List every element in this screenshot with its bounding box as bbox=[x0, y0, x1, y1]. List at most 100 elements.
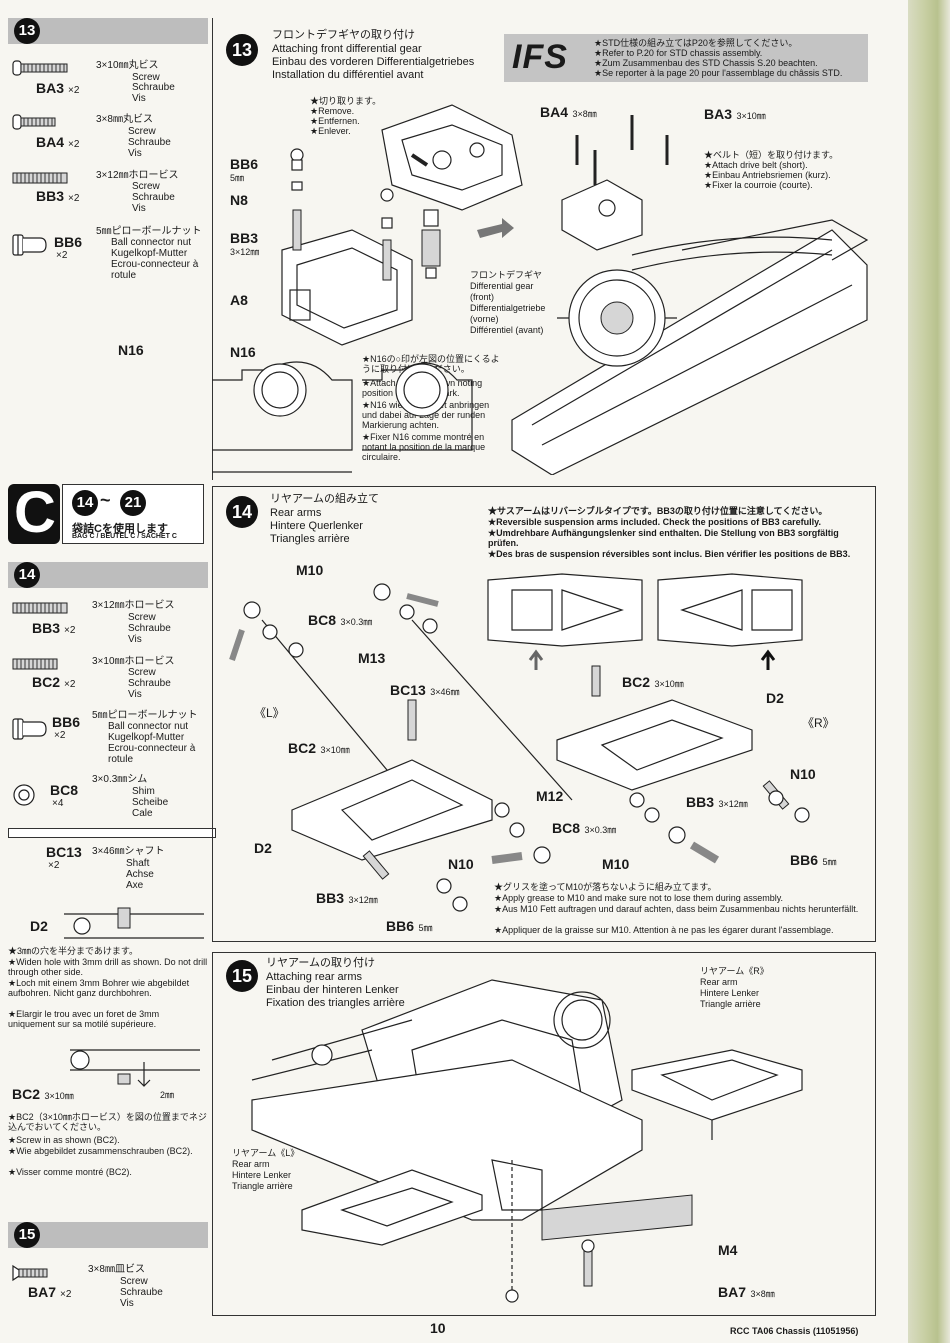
part-name-en: Screw bbox=[132, 181, 160, 192]
part-code-bc8: BC8 bbox=[50, 782, 79, 798]
drill-note-jp: ★3㎜の穴を半分まであけます。 bbox=[8, 946, 139, 956]
screw-note-en: ★Screw in as shown (BC2). bbox=[8, 1135, 120, 1145]
label-n16-right: N16 bbox=[230, 344, 256, 360]
part-name-fr: Vis bbox=[132, 203, 146, 214]
step-title-de: Einbau des vorderen Differentialgetriebe… bbox=[272, 56, 475, 68]
part-code-ba4: BA4×2 bbox=[36, 134, 80, 150]
label-n8: N8 bbox=[230, 192, 248, 208]
ball-nut-icon bbox=[12, 718, 47, 740]
screw-note-jp: ★BC2（3×10㎜ホロービス）を図の位置までネジ込んでおいてください。 bbox=[8, 1112, 207, 1132]
right-arm-fr: Triangle arrière bbox=[700, 999, 761, 1009]
part-qty: ×2 bbox=[54, 730, 66, 741]
screw-icon bbox=[12, 602, 68, 614]
label-bb3-left: BB3 3×12㎜ bbox=[316, 890, 378, 906]
part-spec: 3×46㎜シャフト bbox=[92, 846, 165, 857]
shaft-icon bbox=[8, 828, 216, 838]
drill-note-en: ★Widen hole with 3mm drill as shown. Do … bbox=[8, 957, 208, 977]
step-number-circle: 15 bbox=[226, 960, 258, 992]
part-name-en: Shim bbox=[132, 786, 155, 797]
step-13-panel bbox=[212, 18, 876, 480]
ifs-note-jp: ★STD仕様の組み立てはP20を参照してください。 bbox=[594, 38, 798, 48]
part-spec: 3×10㎜丸ビス bbox=[96, 60, 159, 71]
reversible-note-fr: ★Des bras de suspension réversibles sont… bbox=[488, 549, 851, 559]
step-title-en: Rear arms bbox=[270, 507, 322, 519]
part-qty: ×4 bbox=[52, 798, 64, 809]
label-d2-right: D2 bbox=[766, 690, 784, 706]
remove-note-fr: ★Enlever. bbox=[310, 126, 351, 136]
remove-note-de: ★Entfernen. bbox=[310, 116, 360, 126]
part-name-de: Schraube bbox=[132, 192, 175, 203]
model-code: RCC TA06 Chassis (11051956) bbox=[730, 1326, 859, 1336]
bag-c-en: BAG C / BEUTEL C / SACHET C bbox=[72, 533, 177, 540]
label-n10-right: N10 bbox=[790, 766, 816, 782]
part-name-de: Schraube bbox=[128, 678, 171, 689]
label-bb6-left: BB6 5㎜ bbox=[386, 918, 433, 934]
label-bc8-lower: BC8 3×0.3㎜ bbox=[552, 820, 617, 836]
step-13-diagram bbox=[212, 104, 869, 475]
part-code-bb6: BB6 bbox=[54, 234, 83, 250]
part-name-fr: Ecrou-connecteur à rotule bbox=[111, 259, 199, 281]
part-spec: 5㎜ピローボールナット bbox=[96, 226, 202, 237]
part-name-de: Scheibe bbox=[132, 797, 169, 808]
label-left: 《L》 bbox=[254, 706, 285, 720]
parts-header-bar bbox=[8, 562, 208, 588]
bag-letter: C bbox=[14, 480, 56, 545]
part-name-fr: Vis bbox=[128, 148, 142, 159]
part-name-en: Screw bbox=[120, 1276, 148, 1287]
page-edge-strip bbox=[908, 0, 950, 1343]
label-m12: M12 bbox=[536, 788, 564, 804]
part-name-fr: Vis bbox=[128, 689, 142, 700]
belt-note-jp: ★ベルト（短）を取り付けます。 bbox=[704, 150, 839, 160]
part-spec: 3×12㎜ホロービス bbox=[92, 600, 175, 611]
label-right: 《R》 bbox=[802, 716, 835, 730]
part-name-en: Screw bbox=[128, 126, 156, 137]
part-code-ba3: BA3×2 bbox=[36, 80, 80, 96]
label-bb3-right: BB3 3×12㎜ bbox=[686, 794, 748, 810]
label-bb6: BB6 bbox=[230, 156, 259, 172]
screw-icon bbox=[12, 172, 68, 184]
label-ba4: BA4 3×8㎜ bbox=[540, 104, 597, 120]
belt-note-de: ★Einbau Antriebsriemen (kurz). bbox=[704, 170, 831, 180]
step-title-fr: Fixation des triangles arrière bbox=[266, 997, 405, 1009]
label-bb3: BB3 bbox=[230, 230, 259, 246]
part-spec: 3×8㎜皿ビス bbox=[88, 1264, 145, 1275]
right-arm-de: Hintere Lenker bbox=[700, 988, 760, 998]
reversible-note-jp: ★サスアームはリバーシブルタイプです。BB3の取り付け位置に注意してください。 bbox=[488, 506, 828, 516]
flat-screw-icon bbox=[12, 1264, 48, 1282]
diff-label-en2: (front) bbox=[470, 292, 495, 302]
part-name-en: Ball connector nut bbox=[108, 721, 189, 732]
label-d2: D2 bbox=[30, 918, 48, 934]
ifs-note-fr: ★Se reporter à la page 20 pour l'assembl… bbox=[594, 68, 843, 78]
part-code-ba7: BA7×2 bbox=[28, 1284, 72, 1300]
part-name-en: Screw bbox=[128, 612, 156, 623]
diff-label-de: Differentialgetriebe bbox=[470, 303, 546, 313]
diff-label-jp: フロントデフギヤ bbox=[470, 270, 543, 280]
parts-header-bar bbox=[8, 1222, 208, 1248]
part-name-de: Schraube bbox=[128, 623, 171, 634]
label-m4: M4 bbox=[718, 1242, 738, 1258]
page-number: 10 bbox=[430, 1320, 446, 1336]
screw-icon bbox=[12, 658, 58, 670]
part-qty: ×2 bbox=[48, 860, 60, 871]
part-code-bb6: BB6 bbox=[52, 714, 81, 730]
screw-icon bbox=[12, 114, 56, 130]
ifs-note-en: ★Refer to P.20 for STD chassis assembly. bbox=[594, 48, 763, 58]
belt-note-en: ★Attach drive belt (short). bbox=[704, 160, 808, 170]
screw-icon bbox=[12, 60, 68, 76]
right-arm-en: Rear arm bbox=[700, 977, 738, 987]
part-name-en: Shaft bbox=[126, 858, 150, 869]
label-bc8: BC8 3×0.3㎜ bbox=[308, 612, 373, 628]
part-name-fr: Vis bbox=[132, 93, 146, 104]
drill-note-fr: ★Elargir le trou avec un foret de 3mm un… bbox=[8, 1009, 160, 1029]
part-spec: 3×0.3㎜シム bbox=[92, 774, 148, 785]
label-bb3-size: 3×12㎜ bbox=[230, 247, 260, 257]
bag-c-badge bbox=[8, 484, 60, 544]
step-title-jp: リヤアームの組み立て bbox=[270, 493, 380, 505]
step-title-jp: リヤアームの取り付け bbox=[266, 957, 376, 969]
part-name-en: Screw bbox=[132, 72, 160, 83]
diff-label-en: Differential gear bbox=[470, 281, 534, 291]
label-ba3: BA3 3×10㎜ bbox=[704, 106, 766, 122]
left-arm-de: Hintere Lenker bbox=[232, 1170, 292, 1180]
parts-header-bar bbox=[8, 18, 208, 44]
label-bc2: BC2 3×10㎜ bbox=[12, 1086, 74, 1102]
